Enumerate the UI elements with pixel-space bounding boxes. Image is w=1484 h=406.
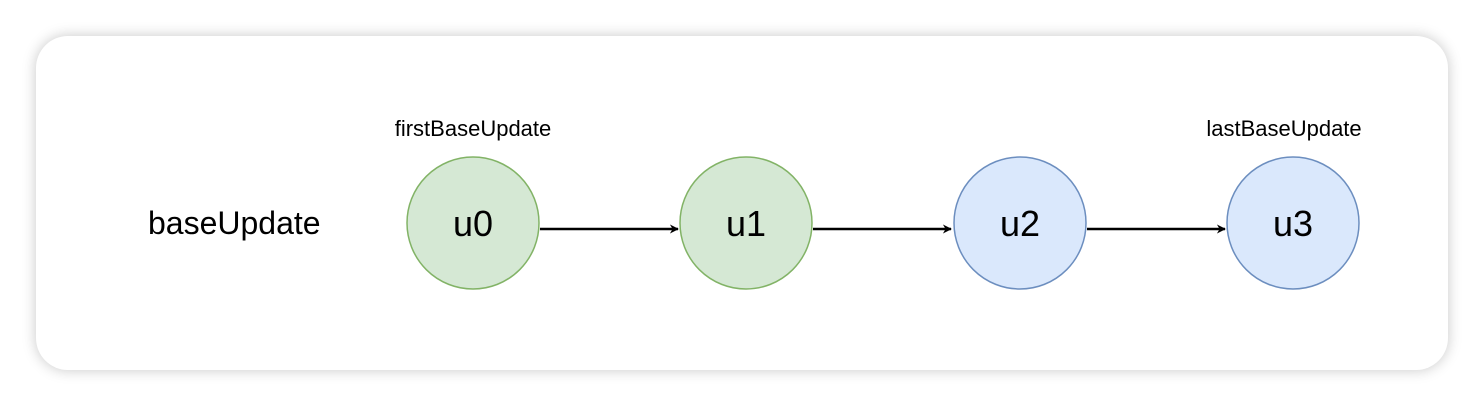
node-u3: u3 <box>1226 156 1360 290</box>
row-label-base-update: baseUpdate <box>148 205 321 241</box>
pointer-label-first-base-update: firstBaseUpdate <box>395 116 552 141</box>
node-u3-label: u3 <box>1273 203 1313 244</box>
node-u2-label: u2 <box>1000 203 1040 244</box>
node-u3-circle <box>1226 156 1360 290</box>
pointer-label-last-base-update: lastBaseUpdate <box>1206 116 1361 141</box>
node-u1-label: u1 <box>726 203 766 244</box>
node-u1: u1 <box>679 156 813 290</box>
node-u1-circle <box>679 156 813 290</box>
node-u2: u2 <box>953 156 1087 290</box>
node-u2-circle <box>953 156 1087 290</box>
node-u0: u0 <box>406 156 540 290</box>
node-u0-circle <box>406 156 540 290</box>
node-u0-label: u0 <box>453 203 493 244</box>
